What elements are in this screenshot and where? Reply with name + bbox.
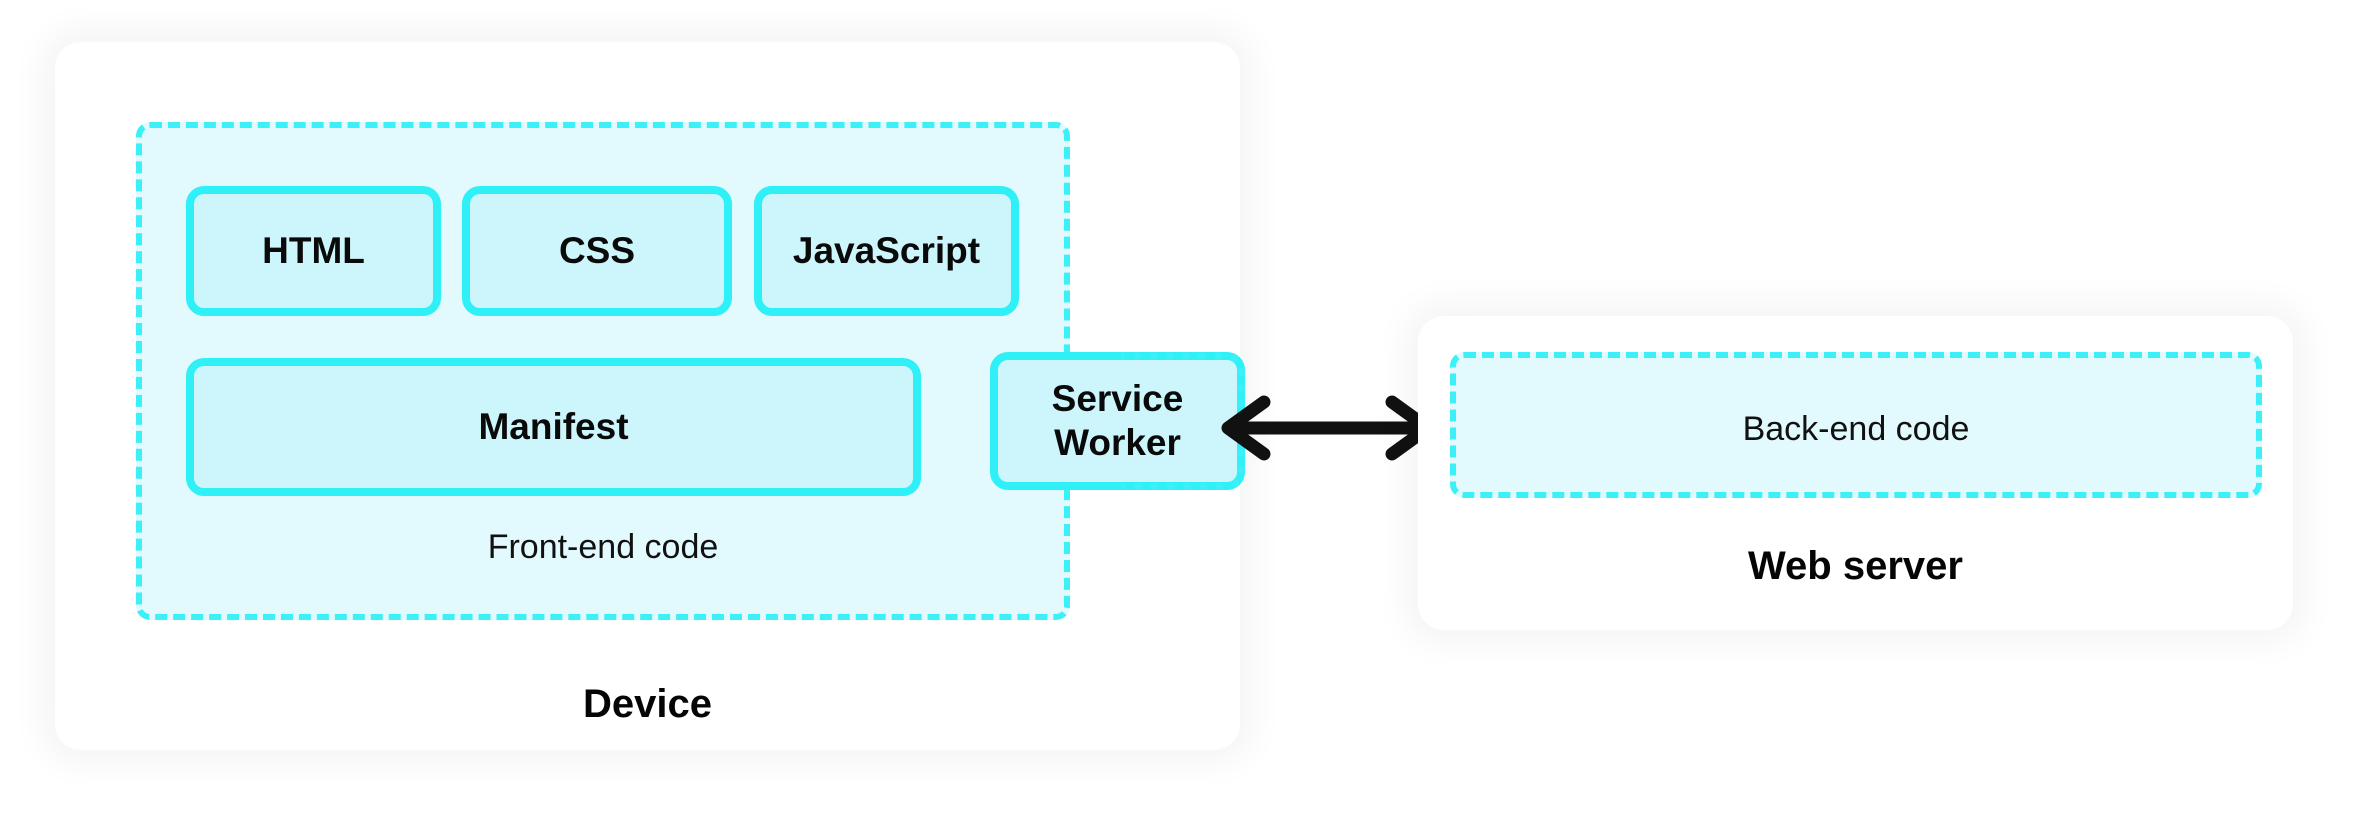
backend-code-region: Back-end code <box>1450 352 2262 498</box>
device-caption: Device <box>583 682 712 726</box>
webserver-caption: Web server <box>1748 544 1963 588</box>
code-box-manifest[interactable]: Manifest <box>186 358 921 496</box>
code-box-css[interactable]: CSS <box>462 186 732 316</box>
code-box-service-worker[interactable]: Service Worker <box>990 352 1245 490</box>
frontend-code-region: HTML CSS JavaScript Manifest Front-end c… <box>136 122 1070 620</box>
device-panel: HTML CSS JavaScript Manifest Front-end c… <box>55 42 1245 750</box>
backend-code-label: Back-end code <box>1742 410 1970 448</box>
code-box-javascript[interactable]: JavaScript <box>754 186 1019 316</box>
frontend-code-caption: Front-end code <box>487 528 719 566</box>
webserver-panel: Back-end code Web server <box>1418 316 2293 630</box>
code-box-html[interactable]: HTML <box>186 186 441 316</box>
double-headed-arrow-icon <box>1221 395 1435 461</box>
